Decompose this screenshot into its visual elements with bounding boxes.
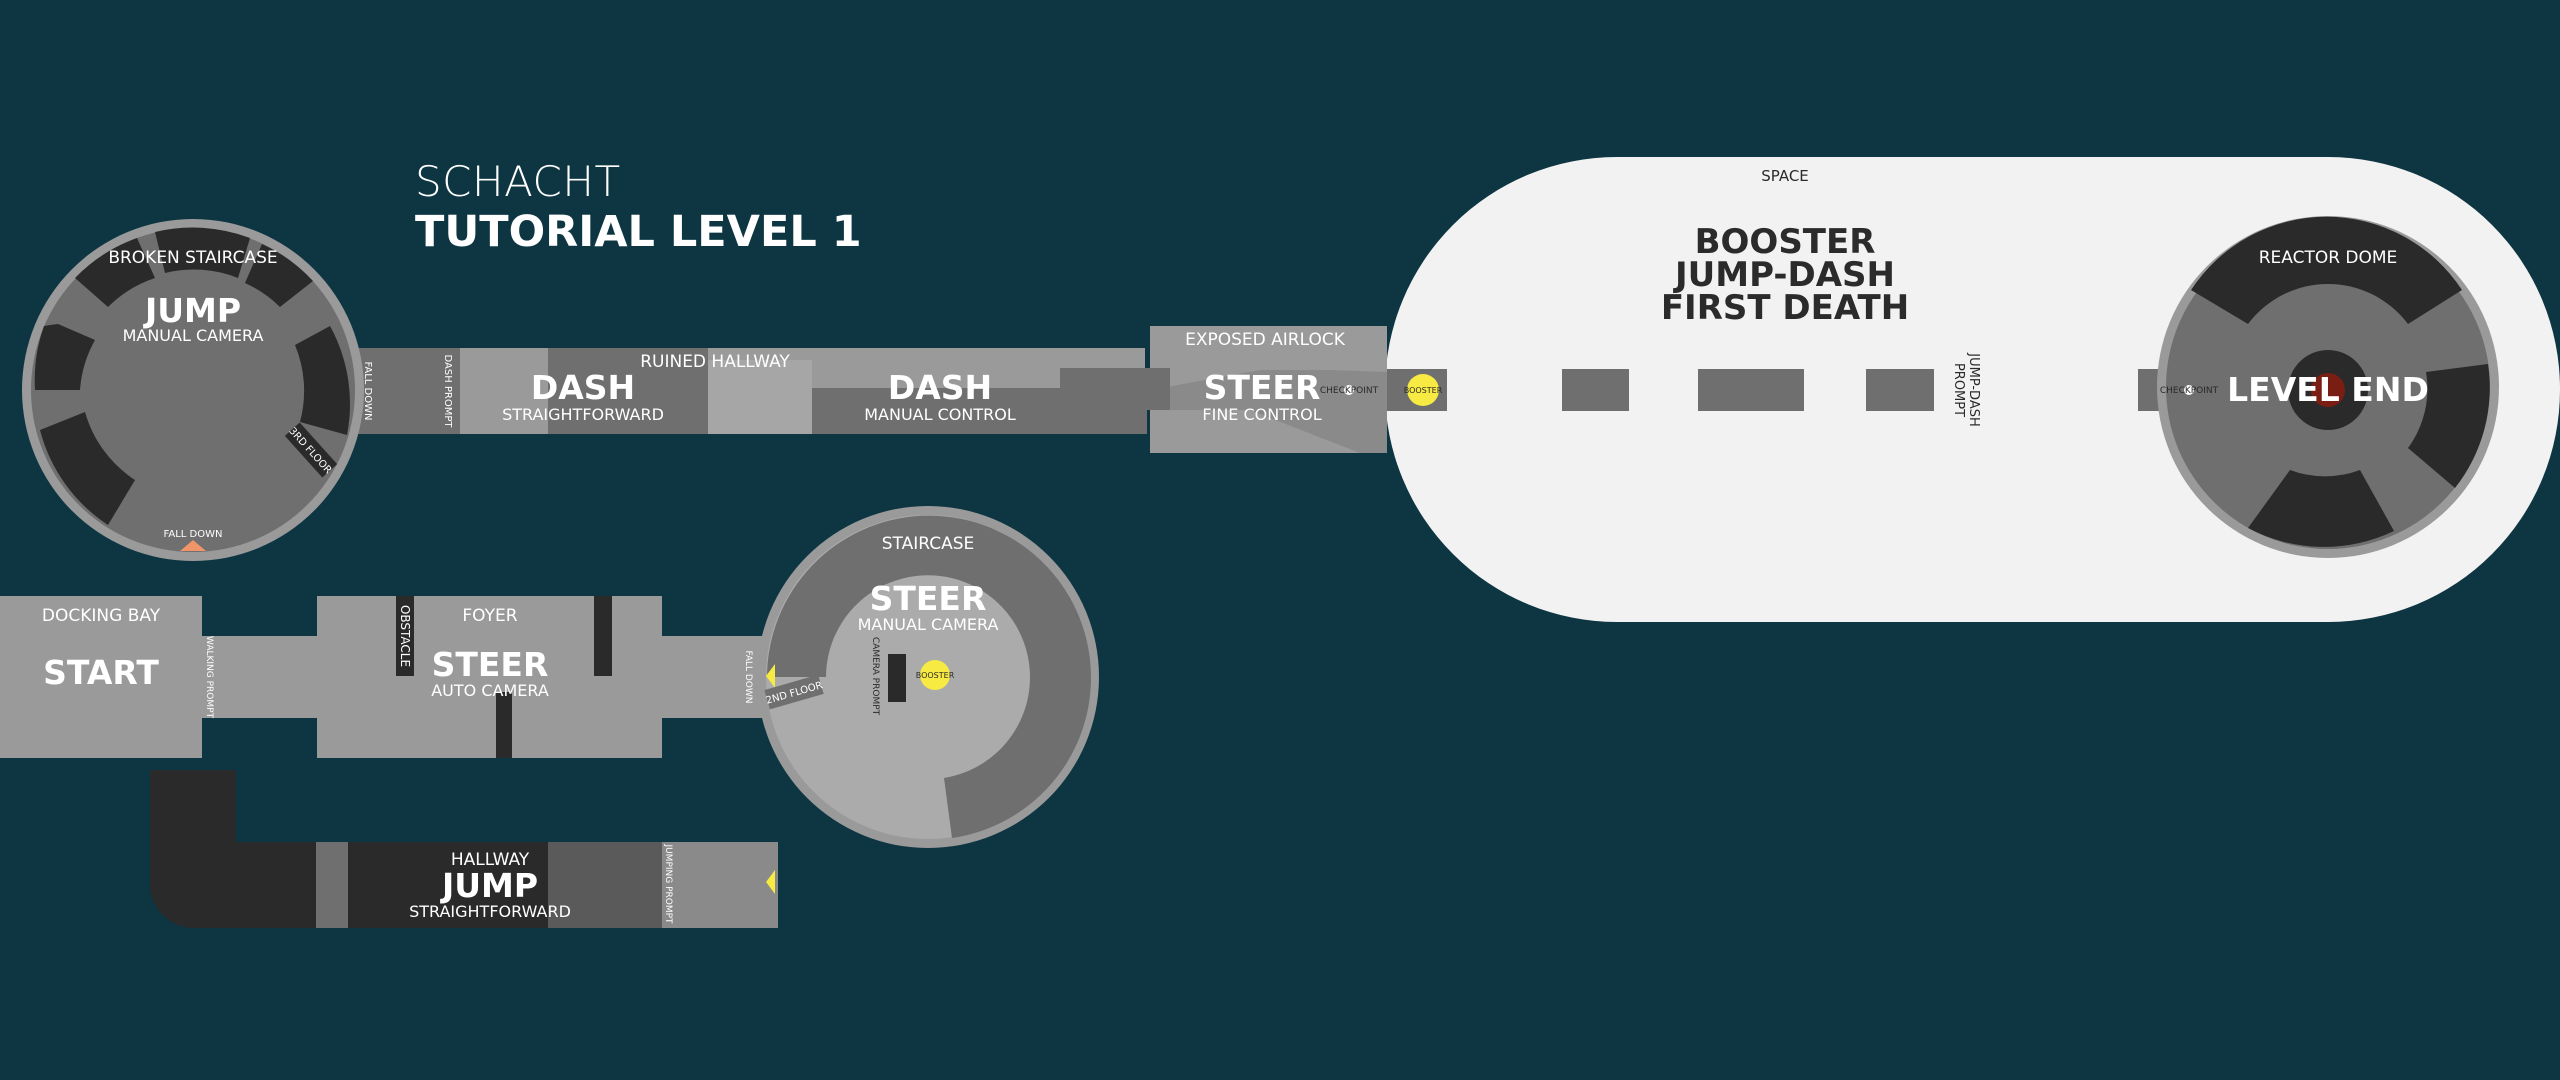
space-label: SPACE (1761, 167, 1809, 185)
reactor-dome-label: REACTOR DOME (2259, 248, 2398, 268)
hallway-segment (1060, 368, 1150, 410)
reactor-dome-mechanic: LEVEL END (2227, 370, 2429, 409)
exit-arrow (766, 870, 775, 894)
obstacle-block (594, 596, 612, 676)
broken-staircase-fall-down: FALL DOWN (164, 529, 223, 540)
reactor-dark-segment (2191, 216, 2462, 324)
docking-bay-label: DOCKING BAY (42, 606, 161, 626)
broken-staircase-mechanic: JUMP (143, 291, 241, 330)
stair-dark-segment (245, 244, 313, 307)
staircase-fall-down-label: FALL DOWN (743, 650, 753, 703)
hallway-segment (548, 348, 708, 434)
space-platform (1562, 369, 1629, 411)
reactor-core (2311, 373, 2345, 407)
checkpoint-label: CHECKPOINT (1320, 386, 1379, 396)
docking-bay-mechanic: START (43, 653, 159, 692)
docking-connector (202, 636, 317, 718)
jump-dash-prompt-line1: JUMP-DASH (1966, 352, 1981, 427)
broken-staircase-label: BROKEN STAIRCASE (108, 248, 277, 268)
booster-label: BOOSTER (916, 671, 955, 680)
fall-down-label: FALL DOWN (362, 362, 373, 421)
stair-dark-segment (155, 227, 250, 278)
exposed-airlock-label: EXPOSED AIRLOCK (1185, 330, 1346, 350)
level-title-block: SCHACHT TUTORIAL LEVEL 1 (415, 158, 862, 258)
staircase-detail: MANUAL CAMERA (858, 615, 999, 634)
stair-dark-segment (34, 324, 95, 390)
hallway-l-bend (150, 770, 316, 928)
fall-down-arrow (766, 664, 775, 688)
obstacle-block (396, 596, 414, 676)
obstacle-block (496, 692, 512, 758)
third-floor-tag (284, 422, 338, 478)
stair-dark-segment (75, 238, 155, 307)
foyer-label: FOYER (462, 606, 517, 626)
staircase-label: STAIRCASE (882, 534, 975, 554)
fall-down-arrow (180, 540, 206, 551)
camera-prompt-label: CAMERA PROMPT (870, 637, 880, 716)
docking-bay (0, 596, 202, 758)
space-platform (1866, 369, 1934, 411)
hallway-mechanic: JUMP (440, 866, 538, 905)
dash-prompt-label: DASH PROMPT (442, 354, 453, 428)
camera-prompt-block (888, 654, 906, 702)
obstacle-label: OBSTACLE (398, 605, 412, 667)
booster-pickup (1407, 374, 1439, 406)
foyer-mechanic: STEER (432, 645, 549, 684)
booster-label: BOOSTER (1404, 386, 1443, 395)
hallway-lighter-segment (708, 360, 812, 434)
space-title-line2: JUMP-DASH (1673, 255, 1895, 295)
second-floor-tag (764, 674, 824, 710)
checkpoint-marker (2184, 385, 2194, 395)
level-title: TUTORIAL LEVEL 1 (415, 207, 862, 257)
staircase-mechanic: STEER (870, 579, 987, 618)
space-platform (1698, 369, 1804, 411)
hallway-segment (348, 842, 548, 928)
checkpoint-label: CHECKPOINT (2160, 386, 2219, 396)
ruined-hallway-label: RUINED HALLWAY (640, 352, 790, 372)
hallway-detail: STRAIGHTFORWARD (409, 902, 571, 921)
hallway-segment (316, 842, 348, 928)
reactor-dark-segment (2248, 470, 2394, 547)
dash-straightforward-mechanic: DASH (531, 368, 635, 407)
booster-pickup (920, 660, 950, 690)
space-title-line3: FIRST DEATH (1661, 288, 1909, 328)
dash-manual-mechanic: DASH (888, 368, 992, 407)
broken-staircase-detail: MANUAL CAMERA (123, 326, 264, 345)
stair-dark-segment (295, 326, 350, 435)
stair-dark-segment (40, 412, 135, 525)
dash-manual-detail: MANUAL CONTROL (864, 405, 1016, 424)
exposed-airlock-mechanic: STEER (1204, 368, 1321, 407)
jump-dash-prompt-line2: PROMPT (1951, 363, 1966, 417)
foyer-detail: AUTO CAMERA (431, 681, 549, 700)
staircase-ramp (767, 515, 1091, 838)
reactor-dark-segment (2408, 364, 2490, 488)
jumping-prompt-label: JUMPING PROMPT (663, 843, 673, 924)
game-title: SCHACHT (415, 157, 621, 206)
space-title-line1: BOOSTER (1695, 222, 1876, 262)
airlock-dark-wedge (1150, 370, 1387, 453)
dash-straightforward-detail: STRAIGHTFORWARD (502, 405, 664, 424)
exposed-airlock-detail: FINE CONTROL (1202, 405, 1321, 424)
checkpoint-marker (1344, 385, 1354, 395)
walking-prompt-label: WALKING PROMPT (204, 636, 214, 719)
hallway-label: HALLWAY (451, 850, 530, 870)
hallway-segment (662, 842, 778, 928)
hallway-segment (355, 348, 460, 434)
